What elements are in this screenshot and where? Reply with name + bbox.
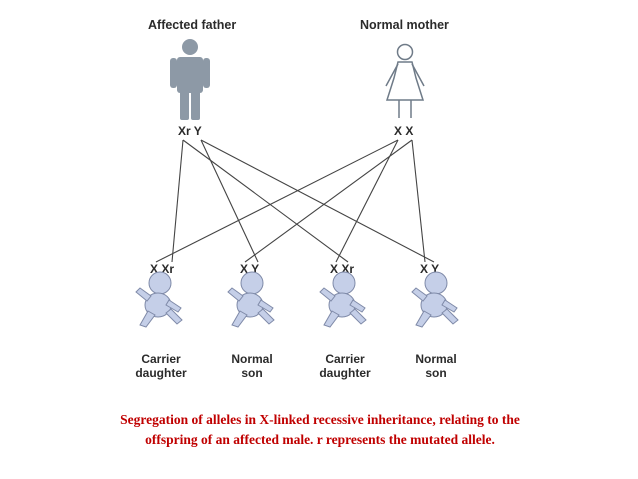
line-mother-x2-to-child-2	[244, 139, 413, 263]
baby-icon	[135, 271, 183, 328]
mother-label: Normal mother	[360, 18, 449, 32]
caption-line2: offspring of an affected male. r represe…	[145, 432, 495, 447]
child-2-label-line1: Normal	[231, 352, 273, 366]
figure-caption: Segregation of alleles in X-linked reces…	[60, 410, 580, 450]
child-4-label-line1: Normal	[415, 352, 457, 366]
child-3-label: Carrier daughter	[300, 352, 390, 380]
baby-icon	[411, 271, 459, 328]
child-4-label: Normal son	[391, 352, 481, 380]
line-mother-x1-to-child-1	[155, 139, 399, 263]
baby-icon	[319, 271, 367, 328]
child-2-label: Normal son	[207, 352, 297, 380]
line-father-x-to-child-1	[171, 139, 184, 263]
father-label: Affected father	[148, 18, 237, 32]
line-father-x-to-child-3	[182, 139, 349, 263]
father-genotype: Xr Y	[178, 124, 202, 138]
inheritance-lines	[155, 139, 435, 263]
caption-line1: Segregation of alleles in X-linked reces…	[120, 412, 520, 427]
child-3-label-line1: Carrier	[325, 352, 365, 366]
baby-icon	[227, 271, 275, 328]
male-person-icon	[170, 39, 210, 120]
line-father-y-to-child-2	[200, 139, 259, 263]
child-1-label-line1: Carrier	[141, 352, 181, 366]
child-1-label: Carrier daughter	[116, 352, 206, 380]
child-4-label-line2: son	[425, 366, 447, 380]
child-1-label-line2: daughter	[135, 366, 187, 380]
line-mother-x2-to-child-4	[411, 139, 426, 263]
female-person-icon	[385, 43, 425, 118]
mother-genotype: X X	[394, 124, 414, 138]
child-2-label-line2: son	[241, 366, 263, 380]
line-mother-x1-to-child-3	[335, 139, 399, 263]
child-3-label-line2: daughter	[319, 366, 371, 380]
line-father-y-to-child-4	[200, 139, 435, 263]
